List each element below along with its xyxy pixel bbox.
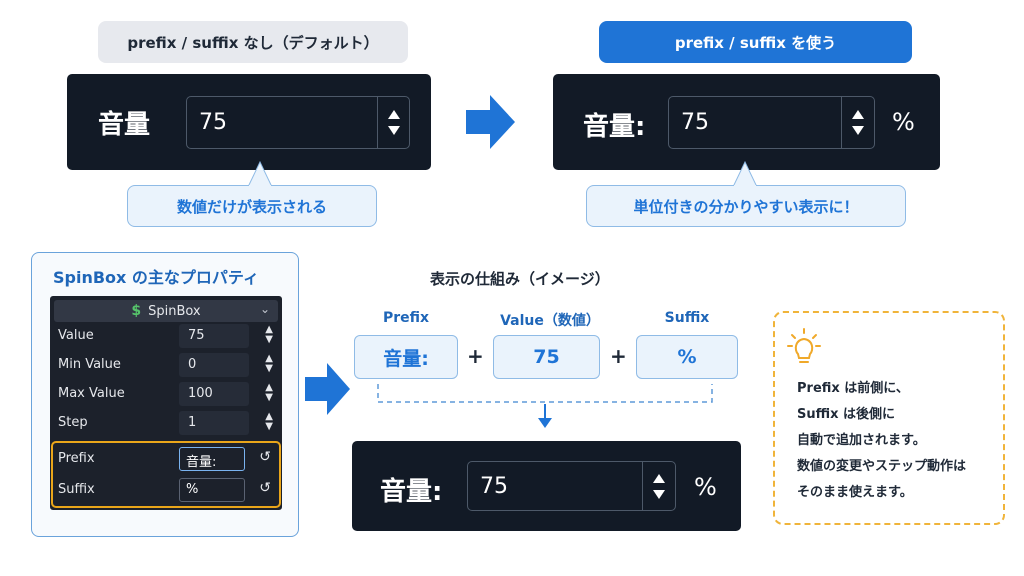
value-part-box: 75 [493,335,600,379]
tip-line: Suffix は後側に [797,407,896,422]
property-name: Prefix [58,451,95,466]
result-spinbox-value: 75 [480,474,508,499]
stepper-icon[interactable]: ▲▼ [265,382,273,403]
prefixed-spinbox-field[interactable]: 75 [668,96,875,149]
prefix-input[interactable]: 音量: [179,447,245,471]
default-callout-pointer [247,160,273,188]
tip-line: そのまま使えます。 [797,485,913,500]
property-name: Max Value [58,386,125,401]
property-row-step: Step 1 ▲▼ [50,409,282,438]
property-name: Suffix [58,482,95,497]
explain-arrow-icon [305,363,350,415]
property-value-field[interactable]: 100 [179,382,249,406]
prefixed-spinbox-panel: 音量: 75 % [553,74,940,170]
chevron-down-icon[interactable]: ⌄ [259,302,270,316]
decrement-arrow-icon[interactable] [388,126,400,135]
result-spinbox-suffix: % [694,473,717,501]
prefix-suffix-highlight [51,441,281,508]
property-row-value: Value 75 ▲▼ [50,322,282,351]
default-spinbox-panel: 音量 75 [67,74,431,170]
default-spinbox-label: 音量 [98,110,151,140]
tip-line: 数値の変更やステップ動作は [797,459,967,474]
stepper-icon[interactable]: ▲▼ [265,324,273,345]
tip-line: 自動で追加されます。 [797,433,926,448]
inspector-header-label: SpinBox [148,303,201,319]
decrement-arrow-icon[interactable] [852,126,864,135]
result-spinbox-label: 音量: [380,477,443,507]
property-value-field[interactable]: 1 [179,411,249,435]
value-column-label: Value（数値） [500,313,600,329]
stepper-icon[interactable]: ▲▼ [265,353,273,374]
result-spinbox-field[interactable]: 75 [467,461,676,511]
prefixed-callout-pointer [732,160,758,188]
default-callout: 数値だけが表示される [127,185,377,227]
property-value-field[interactable]: 0 [179,353,249,377]
result-spinbox-panel: 音量: 75 % [352,441,741,531]
field-divider [377,97,378,148]
default-spinbox-value: 75 [199,110,227,135]
property-name: Step [58,415,88,430]
field-divider [841,97,842,148]
reset-icon[interactable]: ↺ [259,449,271,465]
increment-arrow-icon[interactable] [852,110,864,119]
decrement-arrow-icon[interactable] [653,489,665,499]
inspector-header[interactable]: $ SpinBox ⌄ [54,300,278,322]
stepper-icon[interactable]: ▲▼ [265,411,273,432]
property-row-suffix: Suffix % ↺ [50,476,282,505]
combine-bracket [377,384,713,428]
result-spin-arrows[interactable] [643,462,675,510]
plus-sign: + [610,344,627,368]
property-name: Value [58,328,94,343]
increment-arrow-icon[interactable] [388,110,400,119]
inspector-panel: $ SpinBox ⌄ Value 75 ▲▼ Min Value 0 ▲▼ M… [50,296,282,510]
suffix-part-box: % [636,335,738,379]
plus-sign: + [467,344,484,368]
mechanism-title: 表示の仕組み（イメージ） [430,270,610,288]
prefix-column-label: Prefix [382,310,430,326]
property-row-prefix: Prefix 音量: ↺ [50,445,282,474]
increment-arrow-icon[interactable] [653,473,665,483]
callout-pointer-cover [734,185,756,187]
tip-line: Prefix は前側に、 [797,381,909,396]
lightbulb-icon [787,328,821,363]
property-value-field[interactable]: 75 [179,324,249,348]
prefix-part-box: 音量: [354,335,458,379]
reset-icon[interactable]: ↺ [259,480,271,496]
properties-title: SpinBox の主なプロパティ [53,268,259,287]
prefixed-spinbox-value: 75 [681,110,709,135]
spinbox-node-icon: $ [131,303,142,319]
prefixed-spin-arrows[interactable] [842,97,874,148]
property-row-max-value: Max Value 100 ▲▼ [50,380,282,409]
property-row-min-value: Min Value 0 ▲▼ [50,351,282,380]
default-spinbox-field[interactable]: 75 [186,96,410,149]
default-mode-tag: prefix / suffix なし（デフォルト） [98,21,408,63]
field-divider [642,462,643,510]
prefix-suffix-tag: prefix / suffix を使う [599,21,912,63]
property-name: Min Value [58,357,121,372]
callout-pointer-cover [249,185,271,187]
prefixed-callout: 単位付きの分かりやすい表示に！ [586,185,906,227]
tip-box: Prefix は前側に、 Suffix は後側に 自動で追加されます。 数値の変… [773,311,1005,525]
prefixed-spinbox-suffix: % [892,108,915,136]
transition-arrow-icon [466,95,515,149]
suffix-input[interactable]: % [179,478,245,502]
suffix-column-label: Suffix [664,310,710,326]
default-spin-arrows[interactable] [378,97,410,148]
prefixed-spinbox-label: 音量: [583,112,646,142]
